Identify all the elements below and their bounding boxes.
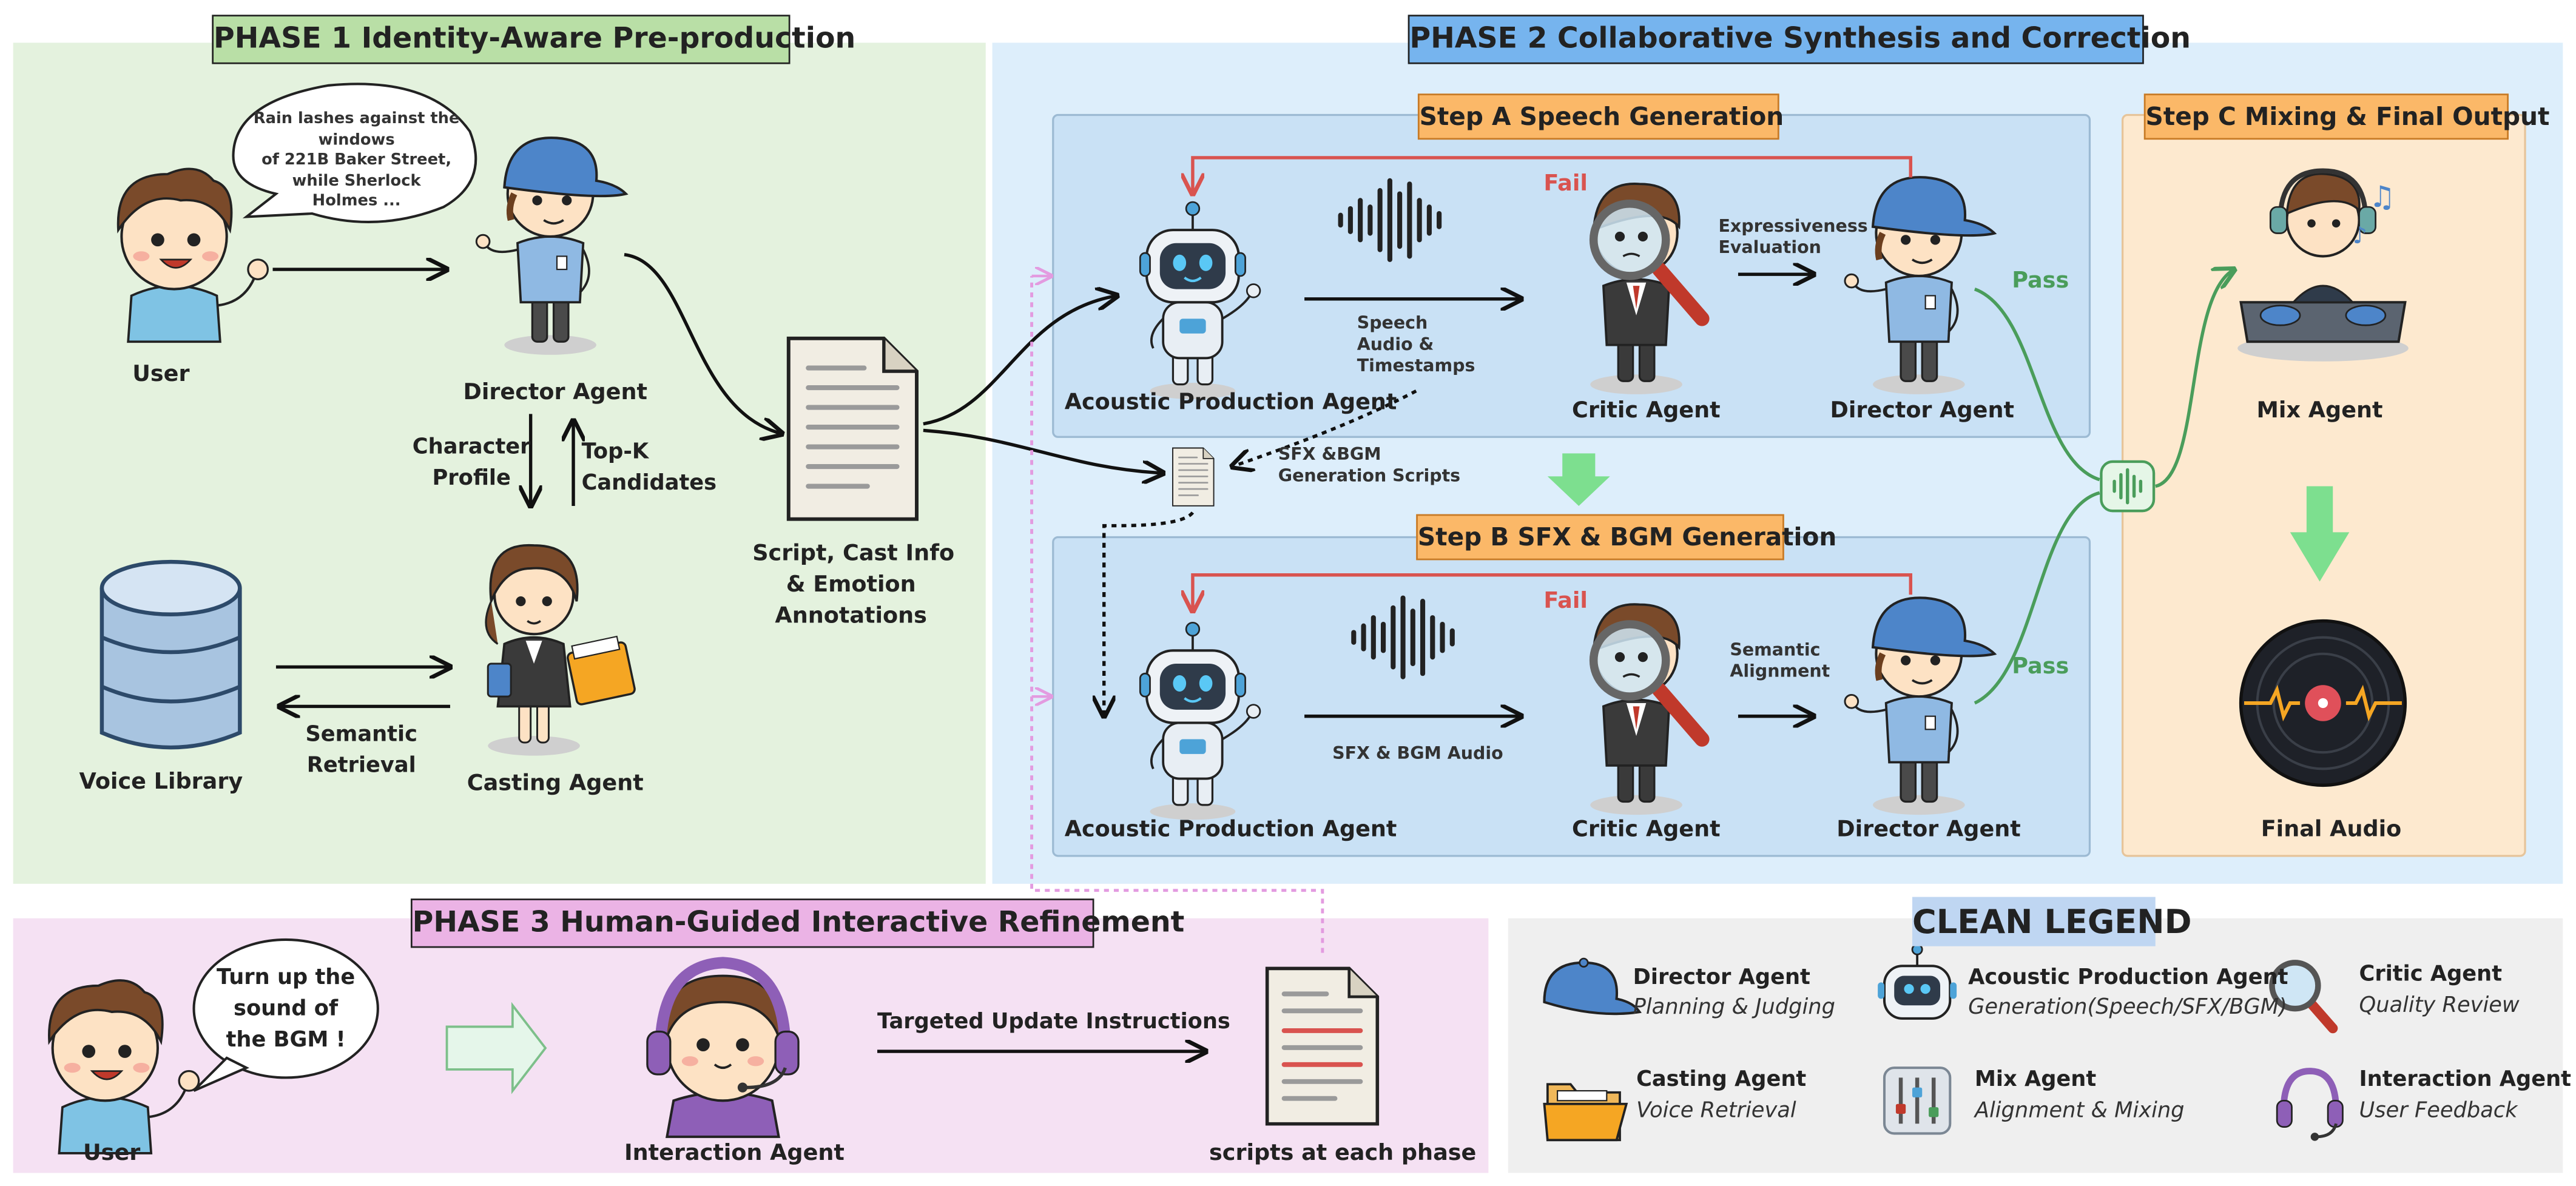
legend-interaction-name: Interaction Agent [2359,1068,2572,1093]
critic-label-a: Critic Agent [1572,397,1721,424]
legend-casting-desc: Voice Retrieval [1636,1099,1796,1124]
sfx-audio-label: SFX & BGM Audio [1332,744,1503,764]
casting-label: Casting Agent [467,770,644,797]
fail-arrow-a [1193,156,1912,194]
fail-arrow-b [1193,573,1912,612]
green-down-arrow-ab [1547,453,1610,507]
targeted-update-label: Targeted Update Instructions [877,1010,1230,1035]
legend-robot-icon [1878,943,1957,1020]
legend-critic-name: Critic Agent [2359,962,2503,988]
interaction-agent-figure [646,957,800,1138]
svg-text:♫: ♫ [2369,180,2396,214]
legend-headset-icon [2276,1068,2344,1141]
final-audio-label: Final Audio [2261,816,2402,843]
interaction-agent-label: Interaction Agent [624,1140,845,1167]
fail-label-a: Fail [1543,170,1588,197]
legend-panel [1508,918,2563,1173]
legend-casting-name: Casting Agent [1636,1068,1807,1093]
svg-text:♪: ♪ [2353,222,2367,249]
pass-curve-a [1974,288,2100,482]
legend-critic-desc: Quality Review [2359,994,2520,1019]
critic-label-b: Critic Agent [1572,816,1721,843]
arrow-director-script [624,253,782,434]
arrow-director-sfx-doc [1232,389,1417,467]
phase3-hollow-arrow [445,1002,547,1094]
arrow-merge-mix [2154,269,2234,488]
legend-mixer-icon [1883,1066,1952,1135]
stepB-title: Step B SFX & BGM Generation [1416,514,1836,561]
green-down-arrow-mix [2290,486,2350,582]
arrow-sfx-doc-acoustic-b [1104,511,1195,716]
arrow-script-sfx-doc [923,428,1163,473]
voice-library-label: Voice Library [79,769,243,795]
legend-acoustic-desc: Generation(Speech/SFX/BGM) [1968,995,2287,1020]
database-icon [99,559,242,750]
phase3-user-label: User [83,1140,141,1167]
stepA-title: Step A Speech Generation [1417,93,1784,140]
phase3-speech-bubble [192,938,379,1079]
legend-interaction-desc: User Feedback [2359,1099,2518,1124]
mix-agent-label: Mix Agent [2256,397,2383,424]
phase3-speech-tail [193,1056,249,1092]
pass-label-b: Pass [2012,653,2069,681]
phase3-title: PHASE 3 Human-Guided Interactive Refinem… [410,898,1184,948]
stepC-title: Step C Mixing & Final Output [2143,93,2549,140]
director-label-b: Director Agent [1836,816,2021,843]
legend-acoustic-name: Acoustic Production Agent [1968,966,2288,991]
acoustic-label-a: Acoustic Production Agent [1064,389,1397,416]
scripts-each-phase-label: scripts at each phase [1209,1140,1477,1167]
phase2-title: PHASE 2 Collaborative Synthesis and Corr… [1408,15,2191,64]
user-label: User [132,361,190,388]
vinyl-record-icon [2239,619,2407,787]
phase1-title: PHASE 1 Identity-Aware Pre-production [212,15,855,64]
scripts-document-icon [1265,966,1380,1126]
legend-director-desc: Planning & Judging [1633,995,1835,1020]
legend-magnifier-icon [2269,960,2338,1034]
arrow-script-acoustic-a [923,295,1118,426]
director-label: Director Agent [463,379,647,406]
legend-director-name: Director Agent [1633,966,1810,991]
fail-label-b: Fail [1543,588,1588,615]
merge-wave-icon [2100,460,2156,513]
legend-mix-desc: Alignment & Mixing [1974,1099,2185,1124]
legend-folder-icon [1543,1083,1628,1142]
acoustic-label-b: Acoustic Production Agent [1064,816,1397,843]
feedback-dotted-line [1030,275,1324,953]
user-speech-bubble [232,83,477,223]
pass-curve-b [1974,491,2100,705]
pass-label-a: Pass [2012,268,2069,294]
mix-agent-figure: ♫ ♪ [2237,168,2409,362]
script-document-icon [789,339,917,519]
legend-cap-icon [1543,957,1642,1016]
director-label-a: Director Agent [1830,397,2014,424]
legend-title: CLEAN LEGEND [1912,897,2192,946]
sfx-script-doc-icon [1172,447,1215,507]
legend-mix-name: Mix Agent [1974,1068,2097,1093]
